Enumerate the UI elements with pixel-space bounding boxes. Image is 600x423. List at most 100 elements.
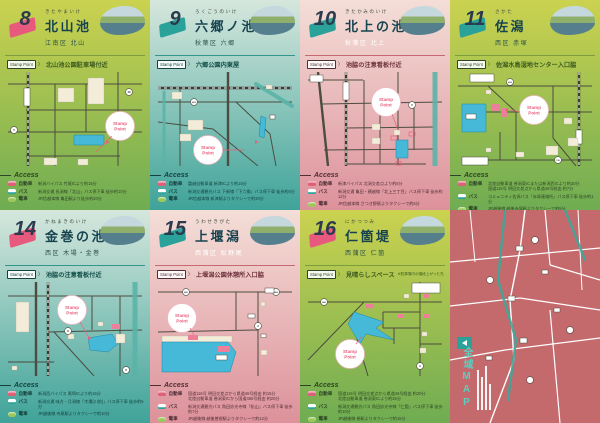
overview-map-title: 全域MAP [461,347,472,410]
station-box [541,269,549,275]
access-mode: 電車 [318,416,328,422]
chevron-right-icon [338,61,343,68]
route-number: 460 [274,291,278,294]
spot-name: 佐潟 [495,19,527,34]
access-description: JR信越本線 亀田駅より徒歩約20分 [38,196,102,202]
spot-number: 10 [313,8,337,30]
access-description: JR越後線 越後赤塚駅よりタクシーで約5分 [488,206,566,210]
building [97,321,104,327]
route-shield [182,288,190,296]
stamp-point-text: Point [66,311,78,316]
highlight-building [398,314,403,318]
building [77,158,89,166]
road-line [269,133,277,166]
stamp-point-marker [105,111,135,141]
pointer-arrow-icon [504,108,508,112]
parking-space-box [390,135,398,141]
train-icon [308,416,316,422]
spot-photo [100,216,145,245]
route-shield [526,376,534,384]
bus-icon [8,399,16,405]
access-rows: 自動車新津バイパス 北潟交差点より約5分バス新潟交通 亀田・横越線「北上三丁目」… [308,181,446,208]
access-mode: 電車 [468,206,478,210]
stamp-point-text: Stamp [201,145,215,150]
access-row-train: 電車 JR越後線 越後赤塚駅よりタクシーで約5分 [458,206,596,210]
access-row-bus: バス新潟交通 味方・月潟線「木場(川前)」バス停下車 徒歩約5分 [8,399,146,410]
route-number: 403 [192,101,196,104]
access-rows: 自動車国道116号 明田交差点から県道46号経由 約15分 北陸自動車道 巻潟東… [158,391,296,423]
building [11,365,18,371]
stamp-point-text: Point [528,111,540,116]
access-description: JR信越本線 新津駅よりタクシーで約20分 [188,196,264,202]
road-line [489,359,515,423]
stamp-point-row: Stamp Point 六郷公園内東屋 [157,60,297,69]
overview-map-caption-lines [477,364,491,410]
road-line [549,264,600,281]
car-icon [8,391,16,397]
stamp-point-text: Stamp [379,97,393,102]
spot-title-block: きたやまいけ 北山池 江南区 北山 [45,9,92,47]
access-row-car: 自動車新津バイパス 北潟交差点より約5分 [308,181,446,187]
chevron-right-icon [188,271,193,278]
access-rows: 自動車国道116号 明田交差点から県道46号経由 約20分 北陸自動車道 巻潟東… [308,391,446,423]
bus-icon [308,189,316,195]
river-line [496,278,518,342]
stamp-point-text: Point [114,127,126,132]
spot-number-block: 8 [7,7,43,43]
route-number: 5 [411,103,413,107]
spot-number: 15 [163,218,187,240]
stamp-point-text: Stamp [343,349,357,354]
chevron-right-icon [188,61,193,68]
spot-furigana: さかた [495,9,514,14]
stamp-point-row: Stamp Point 池脇の注意看板付近 [307,60,447,69]
stamp-leader-line [189,327,195,336]
pond-shape [73,134,105,146]
bus-icon [8,189,16,195]
header-divider [455,55,595,56]
highlight-building [112,324,120,329]
spot-furigana: ろくごうのいけ [195,9,238,14]
stamp-point-marker [371,87,401,117]
access-description: 磐越自動車道 新津ICより約15分 [188,180,247,186]
stamp-leader-line [509,109,521,113]
stamp-point-location: 佐潟水鳥湿地センター入口脇 [495,62,577,69]
access-mode: バス [168,188,178,194]
spot-number-block: 14 [7,217,43,253]
header-divider [305,55,445,56]
access-title-row: Access [0,172,146,179]
stamp-point-location: 見晴らしスペース [345,272,395,279]
spot-panel-14: 14 かねまきのいけ 金巻の池 西区 木場・金巻 Stamp Point 池脇の… [0,210,150,423]
station-box [461,156,489,166]
stamp-point-text: Point [344,355,356,360]
access-mode: 自動車 [468,180,483,186]
stamp-point-row: Stamp Point 見晴らしスペース ※駐車場内の階段上がった先 [307,270,447,279]
stamp-point-row: Stamp Point 北山池公園駐車場付近 [7,60,147,69]
spot-title-block: にかつつみ 仁箇堤 西蒲区 仁箇 [345,219,392,257]
access-mode: バス [18,398,28,404]
station-box [215,354,228,361]
station-box [469,73,495,83]
building [545,145,559,156]
spot-furigana: うわせきがた [195,219,232,224]
stamp-point-location: 北山池公園駐車場付近 [45,62,108,69]
route-number: 2 [257,324,259,328]
road-line [549,309,561,423]
river-line [563,210,587,262]
access-title-row: Access [450,172,596,179]
access-mode: 電車 [318,201,328,207]
access-description: JR越後線 越後曽根駅よりタクシーで約12分 [188,416,268,422]
access-row-bus: バス新潟交通観光バス 角田妙光寺線「仁箇」バス停下車 徒歩約10分 [308,404,446,415]
stamp-point-text: Point [202,151,214,156]
station-box [247,313,256,319]
stamp-point-location: 池脇の注意看板付近 [345,62,402,69]
bus-icon [458,194,466,200]
access-section: Access 自動車国道116号 明田交差点から県道46号経由 約20分 北陸自… [300,382,446,423]
access-rule-line [150,175,161,176]
stamp-point-badge: Stamp Point [157,270,186,279]
route-number: 2 [419,364,421,368]
spot-district: 西区 木場・金巻 [45,250,101,257]
